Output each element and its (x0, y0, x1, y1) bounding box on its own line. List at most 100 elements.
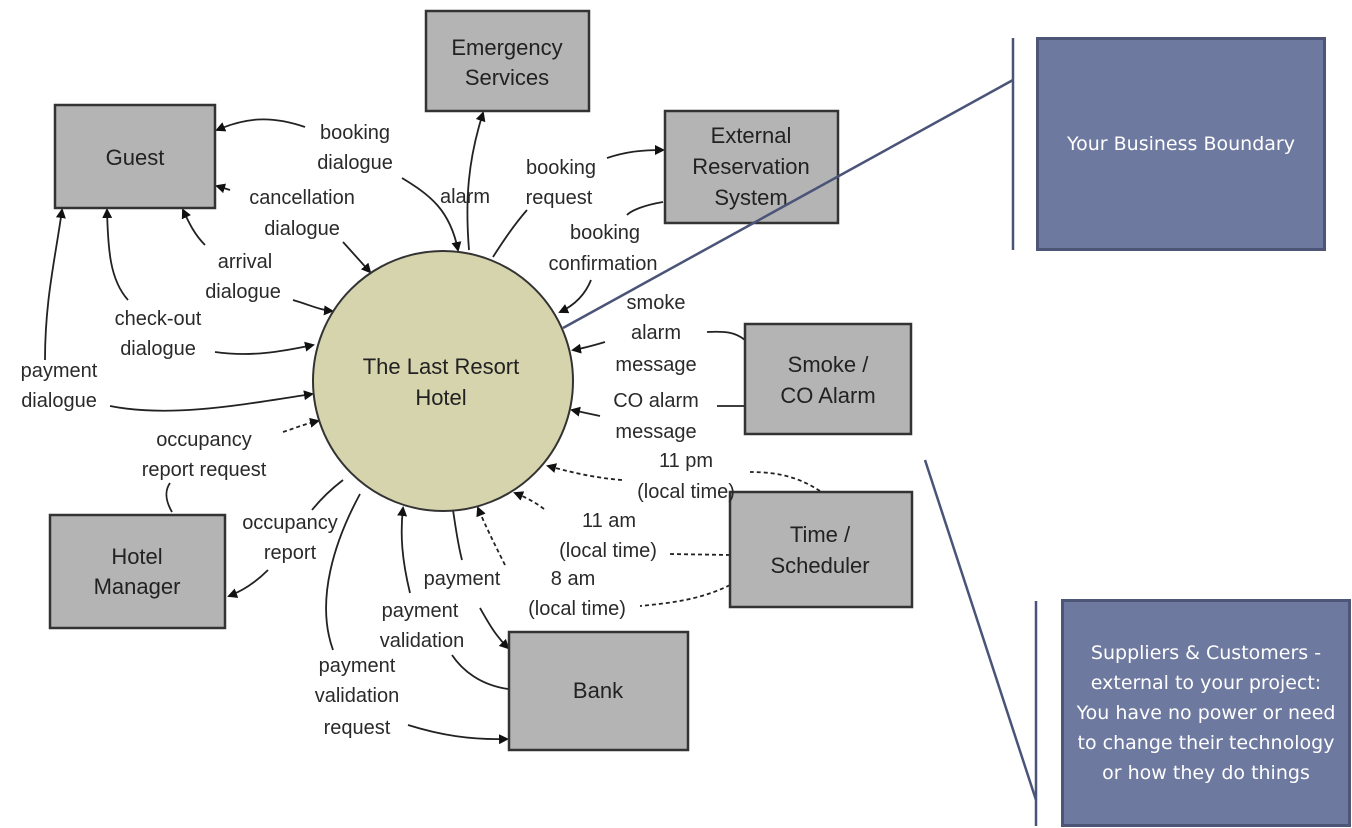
entity-smoke-co-alarm[interactable]: Smoke / CO Alarm (743, 322, 913, 436)
flow-11pm-line-2 (546, 463, 623, 481)
flow-lines (44, 111, 821, 745)
entity-label: Emergency (451, 35, 562, 60)
flow-label: dialogue (120, 338, 196, 360)
flow-label: arrival (218, 251, 272, 273)
flow-booking-dialogue-line (215, 118, 306, 132)
entity-label: CO Alarm (780, 383, 875, 408)
callout-business-boundary: Your Business Boundary (1036, 37, 1326, 251)
entity-label: Manager (94, 574, 181, 599)
entity-box (743, 322, 913, 436)
flow-payment-validation-line (451, 654, 509, 690)
flow-label: alarm (440, 186, 490, 208)
callout-boundary-text: Your Business Boundary (1067, 133, 1295, 155)
flow-booking-request-line (492, 209, 528, 258)
flow-label: dialogue (264, 218, 340, 240)
process-name-line2: Hotel (415, 385, 466, 410)
flow-payment-line-2 (479, 607, 510, 650)
flow-alarm-line (466, 111, 486, 251)
flow-payment-dialogue-line-2 (109, 390, 314, 412)
entity-label: Services (465, 65, 549, 90)
process-name-line1: The Last Resort (363, 354, 520, 379)
flow-payment-validation-request-line-2 (407, 724, 509, 745)
flow-booking-confirmation-line-2 (558, 279, 592, 314)
entity-box (424, 9, 591, 113)
flow-smoke-alarm-line-2 (571, 341, 606, 354)
flow-co-alarm-line-2 (570, 406, 601, 417)
boundary-pointer-line (562, 78, 1014, 330)
flow-arrival-line-2 (292, 299, 334, 316)
flow-label: payment (21, 360, 98, 382)
entity-time-scheduler[interactable]: Time / Scheduler (728, 490, 914, 609)
flow-11am-line (669, 553, 731, 556)
entity-box (53, 103, 217, 210)
entity-guest[interactable]: Guest (53, 103, 217, 210)
flow-label: alarm (631, 322, 681, 344)
flow-booking-confirmation-line (626, 201, 664, 216)
flow-occupancy-report-line-2 (227, 569, 269, 598)
flow-label: report request (142, 459, 267, 481)
entity-label: Smoke / (788, 352, 870, 377)
flow-label: dialogue (21, 390, 97, 412)
flow-label: (local time) (528, 598, 626, 620)
flow-label: request (526, 187, 593, 209)
process-hotel[interactable]: The Last Resort Hotel (312, 250, 574, 512)
flow-label: booking (320, 122, 390, 144)
external-pointer-line (923, 459, 1038, 801)
entity-box (507, 630, 690, 752)
entity-external-reservation-system[interactable]: External Reservation System (663, 109, 840, 225)
callout-external-text: Suppliers & Customers - external to your… (1076, 642, 1336, 784)
flow-8am-line (639, 584, 731, 607)
flow-label: cancellation (249, 187, 355, 209)
flow-label: dialogue (205, 281, 281, 303)
entity-label: External (711, 123, 792, 148)
flow-label: smoke (627, 292, 686, 314)
flow-label: 11 pm (659, 450, 713, 472)
entity-box (728, 490, 914, 609)
flow-labels: booking dialogue cancellation dialogue a… (21, 122, 735, 739)
flow-label: occupancy (156, 429, 252, 451)
entity-box (663, 109, 840, 225)
flow-label: confirmation (549, 253, 658, 275)
entity-label: Scheduler (770, 553, 869, 578)
flow-label: message (615, 354, 696, 376)
flow-label: request (324, 717, 391, 739)
flow-occupancy-request-line-2 (282, 417, 320, 433)
flow-occupancy-request-line (165, 482, 173, 513)
flow-booking-request-line-2 (606, 145, 665, 159)
flow-label: report (264, 542, 317, 564)
flow-booking-dialogue-line-2 (401, 177, 462, 252)
entity-label: Time / (790, 522, 851, 547)
entity-label: Reservation (692, 154, 809, 179)
flow-checkout-line (102, 208, 129, 301)
flow-cancellation-line (215, 183, 231, 194)
flow-11pm-line (749, 471, 821, 492)
flow-occupancy-report-line (311, 479, 344, 511)
flow-payment-validation-line-2 (397, 506, 411, 594)
entity-label: System (714, 185, 787, 210)
entity-box (48, 513, 227, 630)
flow-cancellation-line-2 (342, 241, 372, 274)
flow-payment-dialogue-line (44, 208, 66, 361)
entity-label: Hotel (111, 544, 162, 569)
entity-emergency-services[interactable]: Emergency Services (424, 9, 591, 113)
flow-label: payment (319, 655, 396, 677)
flow-label: validation (315, 685, 400, 707)
flow-label: (local time) (637, 481, 735, 503)
flow-label: dialogue (317, 152, 393, 174)
flow-11am-line-2 (513, 491, 545, 510)
entity-label: Bank (573, 678, 624, 703)
flow-label: message (615, 421, 696, 443)
flow-label: booking (570, 222, 640, 244)
flow-payment-line (452, 509, 463, 561)
callout-connectors (562, 38, 1038, 826)
flow-label: 11 am (582, 510, 636, 532)
flow-label: payment (424, 568, 501, 590)
flow-label: booking (526, 157, 596, 179)
flow-label: payment (382, 600, 459, 622)
entity-bank[interactable]: Bank (507, 630, 690, 752)
callout-suppliers-customers: Suppliers & Customers - external to your… (1061, 599, 1351, 827)
entity-hotel-manager[interactable]: Hotel Manager (48, 513, 227, 630)
entity-label: Guest (106, 145, 165, 170)
flow-label: CO alarm (613, 390, 699, 412)
